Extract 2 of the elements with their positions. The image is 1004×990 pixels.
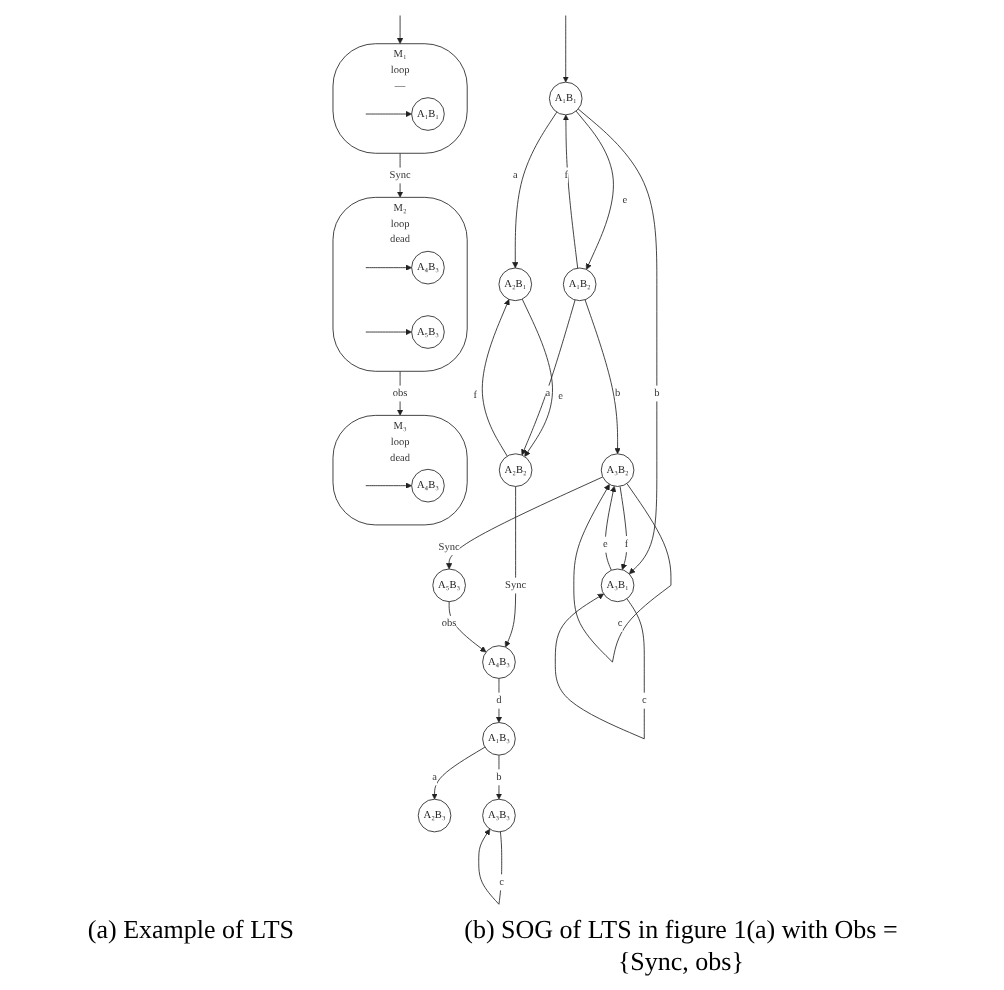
caption-text: (b) SOG of LTS in figure 1(a) with Obs = {Sync, obs} — [462, 914, 900, 978]
caption-text: (a) Example of LTS — [87, 914, 295, 948]
